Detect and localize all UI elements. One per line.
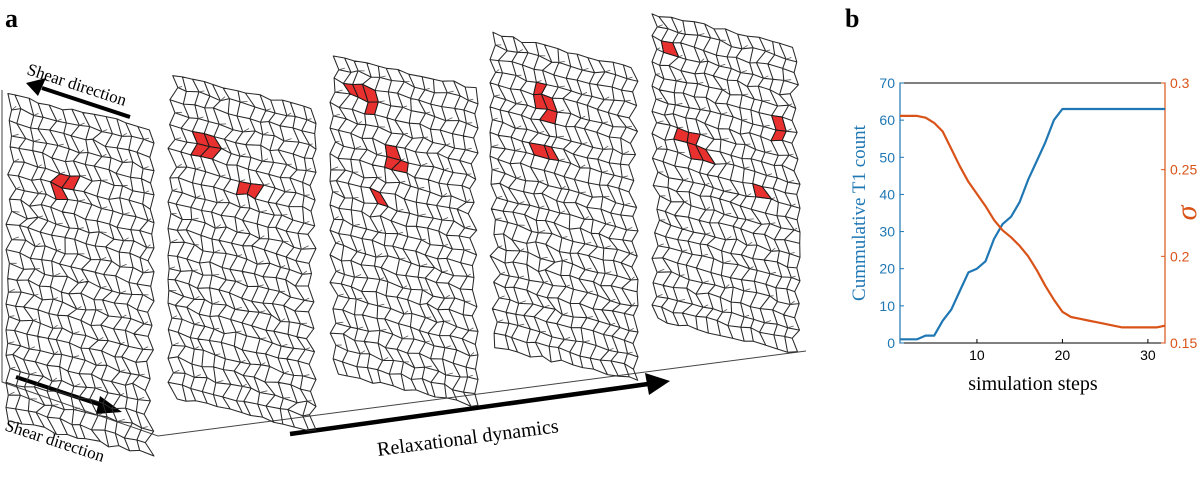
mesh-secondary-edges	[7, 105, 152, 429]
mesh-lattice	[489, 31, 639, 381]
y-left-tick-label: 40	[879, 186, 895, 202]
y-left-tick-label: 0	[887, 335, 895, 351]
y-axis-left-label: Cummulative T1 count	[849, 124, 870, 301]
mesh-sheet-4	[489, 31, 639, 381]
panel-b-letter: b	[845, 4, 859, 33]
mesh-lattice	[651, 13, 801, 353]
mesh-lattice	[329, 55, 479, 407]
t1-count-line	[900, 107, 1165, 341]
series-layer	[900, 107, 1166, 341]
mesh-sheet-3	[329, 55, 479, 407]
t1-cell	[694, 144, 717, 166]
t1-cell	[390, 159, 409, 174]
t1-cell	[660, 40, 680, 58]
t1-cell	[199, 146, 223, 160]
y-left-tick-label: 50	[879, 149, 895, 165]
plot-area-frame	[899, 82, 1166, 344]
y-right-tick-label: 0.2	[1170, 248, 1190, 264]
shear-arrow-bottom	[15, 375, 122, 414]
x-tick-label: 20	[1055, 347, 1071, 363]
mesh-secondary-edges	[655, 24, 798, 329]
sigma-line	[900, 114, 1166, 329]
x-tick-label: 10	[969, 347, 985, 363]
y-left-tick-label: 60	[879, 112, 895, 128]
panel-a: a Shear direction Shear direction Relaxa…	[1, 4, 807, 466]
relaxational-dynamics-arrow	[289, 373, 670, 437]
shear-arrow-top	[26, 78, 131, 119]
y-left-tick-label: 20	[879, 261, 895, 277]
ground-plane-outline	[1, 90, 807, 437]
y-right-tick-label: 0.25	[1170, 162, 1197, 178]
t1-cell	[538, 108, 558, 125]
y-left-tick-label: 30	[879, 224, 895, 240]
t1-cell	[49, 180, 69, 200]
panel-a-letter: a	[5, 4, 18, 33]
mesh-secondary-edges	[491, 44, 636, 354]
relaxational-dynamics-label: Relaxational dynamics	[376, 415, 560, 461]
x-axis: 10 20 30	[969, 339, 1156, 363]
t1-cell	[60, 175, 81, 191]
t1-cell	[752, 182, 773, 200]
x-axis-label: simulation steps	[968, 373, 1098, 395]
mesh-lattice	[5, 92, 155, 457]
x-tick-label: 30	[1140, 347, 1156, 363]
t1-cell	[368, 186, 390, 208]
y-axis-right-label: σ	[1170, 204, 1200, 220]
mesh-lattice	[167, 75, 317, 432]
left-axis: 0 10 20 30 40 50 60 70	[879, 75, 904, 351]
mesh-sheet-1	[5, 92, 155, 457]
t1-cell	[673, 127, 690, 144]
t1-cell	[364, 101, 379, 116]
mesh-secondary-edges	[168, 86, 313, 402]
y-right-tick-label: 0.15	[1170, 335, 1197, 351]
y-left-tick-label: 10	[879, 298, 895, 314]
t1-cell	[543, 144, 560, 162]
mesh-sheets	[5, 13, 801, 457]
t1-cell	[246, 183, 265, 200]
mesh-sheet-2	[167, 75, 317, 432]
y-left-tick-label: 70	[879, 75, 895, 91]
t1-cell	[532, 81, 548, 96]
y-right-tick-label: 0.3	[1170, 75, 1190, 91]
right-axis: 0.15 0.2 0.25 0.3	[1161, 75, 1197, 351]
t1-cell	[770, 129, 787, 142]
mesh-sheet-5	[651, 13, 801, 353]
